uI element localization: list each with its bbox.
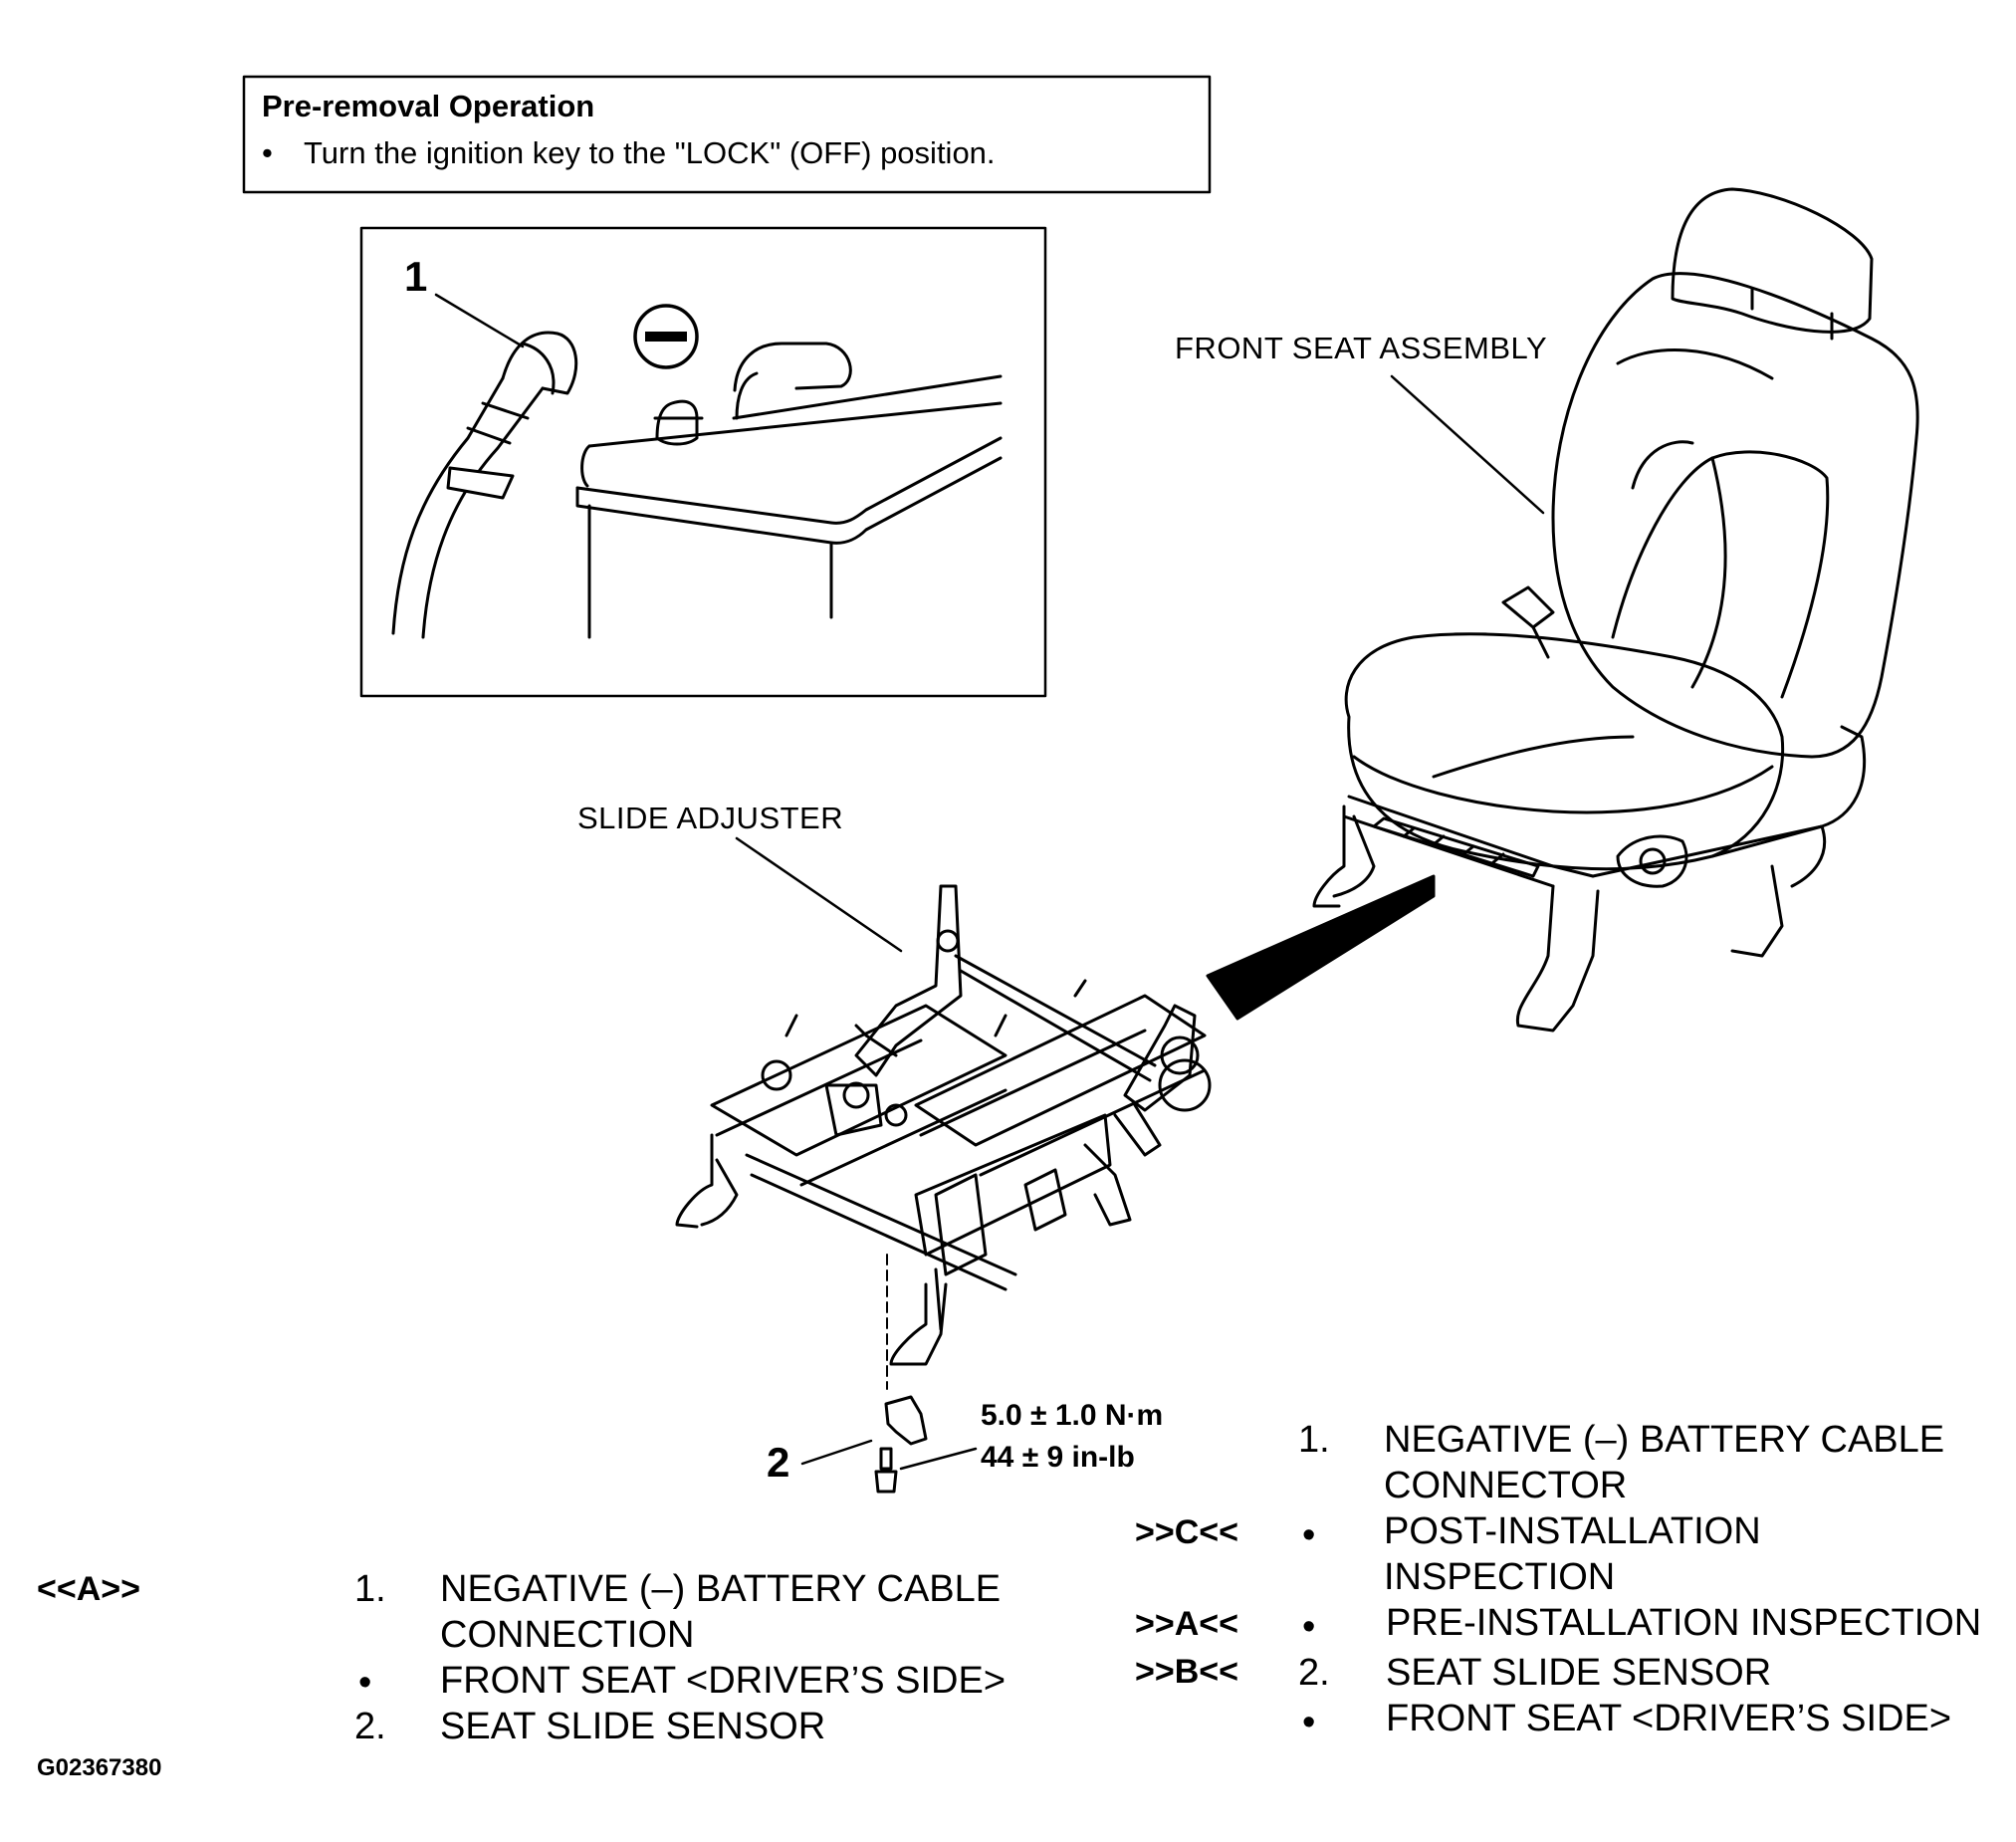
pre-removal-bullet: • <box>262 135 273 170</box>
front-seat-drawing <box>1312 187 1919 1033</box>
removal-step-1-text2: CONNECTION <box>440 1614 695 1656</box>
removal-step-2-num: • <box>358 1662 372 1704</box>
callout-2: 2 <box>767 1439 790 1486</box>
removal-step-1-text: NEGATIVE (–) BATTERY CABLE <box>440 1568 1002 1610</box>
callout-1: 1 <box>404 253 428 300</box>
install-step-4-num: 2. <box>1298 1652 1330 1694</box>
torque-nm: 5.0 ± 1.0 N·m <box>981 1399 1164 1432</box>
removal-step-2-text: FRONT SEAT <DRIVER’S SIDE> <box>440 1660 1007 1702</box>
install-step-2-text2: INSPECTION <box>1384 1556 1616 1598</box>
slide-adjuster-label: SLIDE ADJUSTER <box>577 801 844 835</box>
front-seat-assembly-label: FRONT SEAT ASSEMBLY <box>1175 331 1548 365</box>
seat-slide-sensor-drawing <box>800 1395 978 1494</box>
battery-inset-frame <box>359 226 1047 698</box>
removal-step-3-text: SEAT SLIDE SENSOR <box>440 1706 826 1747</box>
battery-cable-drawing <box>391 293 578 639</box>
view-pointer-wedge <box>1206 874 1436 1021</box>
install-step-3-text: PRE-INSTALLATION INSPECTION <box>1386 1602 1982 1644</box>
install-step-5-num: • <box>1302 1702 1316 1743</box>
install-step-3-key: >>A<< <box>1135 1605 1238 1643</box>
install-step-1-text: NEGATIVE (–) BATTERY CABLE <box>1384 1419 1945 1461</box>
removal-key: <<A>> <box>37 1570 140 1608</box>
pre-removal-item: Turn the ignition key to the "LOCK" (OFF… <box>304 135 996 170</box>
install-step-2-text: POST-INSTALLATION <box>1384 1510 1761 1552</box>
slide-adjuster-drawing <box>675 836 1212 1390</box>
figure-id: G02367380 <box>37 1754 162 1781</box>
install-step-4-text: SEAT SLIDE SENSOR <box>1386 1652 1772 1694</box>
pre-removal-box <box>242 75 1212 194</box>
pre-removal-title: Pre-removal Operation <box>262 89 595 123</box>
install-step-1-text2: CONNECTOR <box>1384 1465 1628 1506</box>
install-step-2-key: >>C<< <box>1135 1513 1238 1551</box>
negative-terminal-icon <box>633 304 699 369</box>
torque-inlb: 44 ± 9 in-lb <box>981 1441 1135 1474</box>
battery-drawing <box>575 342 1003 639</box>
install-step-1-num: 1. <box>1298 1419 1330 1461</box>
removal-step-3-num: 2. <box>354 1706 386 1747</box>
front-seat-leader <box>1390 374 1545 515</box>
removal-step-1-num: 1. <box>354 1568 386 1610</box>
install-step-5-text: FRONT SEAT <DRIVER’S SIDE> <box>1386 1698 1952 1739</box>
install-step-4-key: >>B<< <box>1135 1653 1238 1691</box>
install-step-3-num: • <box>1302 1606 1316 1648</box>
install-step-2-num: • <box>1302 1514 1316 1556</box>
